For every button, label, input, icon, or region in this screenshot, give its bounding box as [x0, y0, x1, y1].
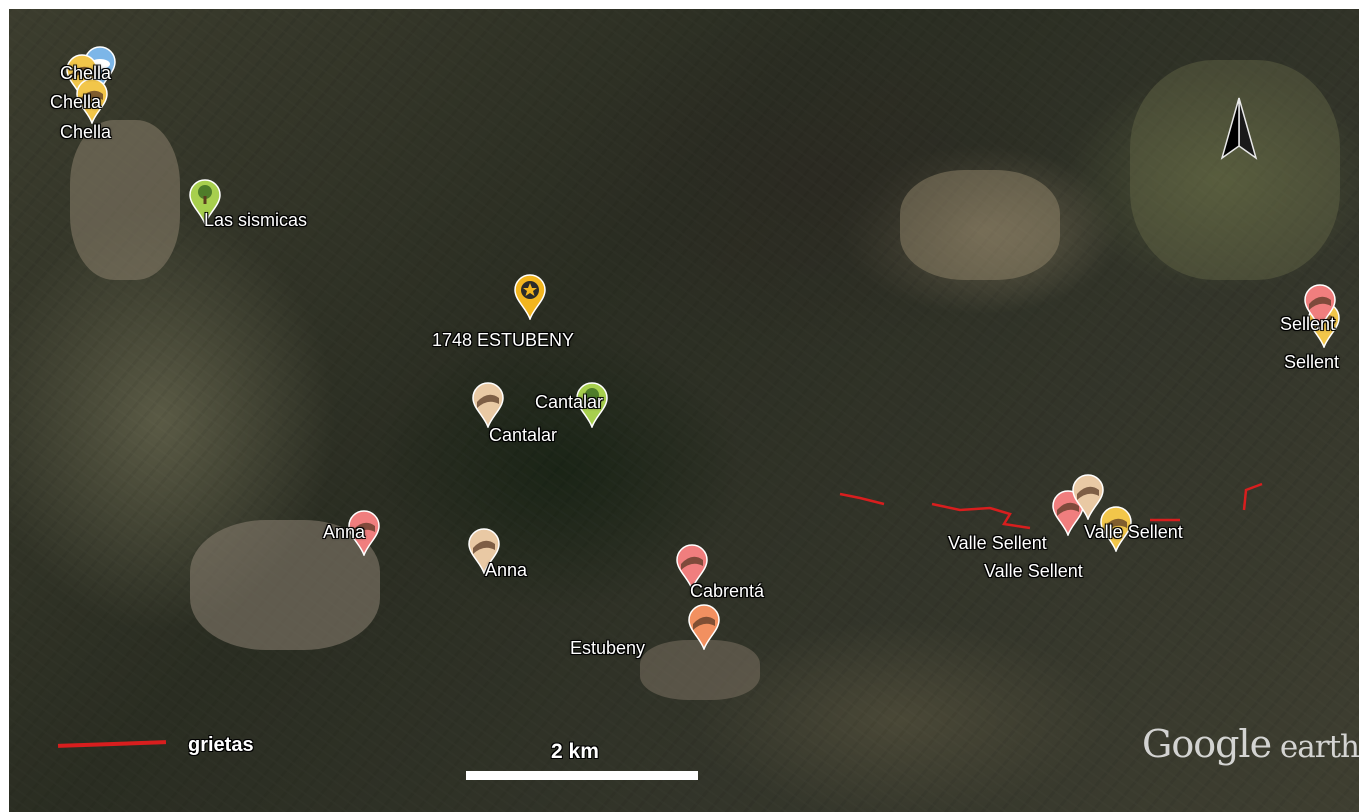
label-valle-sellent-3[interactable]: Valle Sellent — [984, 561, 1083, 581]
placemark-red-pin-icon[interactable] — [347, 510, 381, 556]
placemark-yellow-pin-icon[interactable] — [75, 78, 109, 124]
scale-bar — [466, 771, 698, 780]
placemark-orange-pin-icon[interactable] — [687, 604, 721, 650]
placemark-green-tree-pin-icon[interactable] — [188, 179, 222, 225]
scale-label: 2 km — [551, 740, 599, 763]
field-patch-north-east — [1130, 60, 1340, 280]
label-cantalar-2[interactable]: Cantalar — [535, 392, 604, 412]
label-cantalar-1[interactable]: Cantalar — [489, 425, 558, 445]
town-area-chella — [70, 120, 180, 280]
label-cabrenta[interactable]: Cabrentá — [690, 581, 765, 601]
placemark-brown-pin-icon[interactable] — [1071, 474, 1105, 520]
placemark-yellow-pin-icon[interactable] — [1099, 506, 1133, 552]
label-chella-2[interactable]: Chella — [50, 92, 102, 112]
legend-crack-label: grietas — [188, 734, 254, 756]
crack-segment-4 — [1242, 482, 1263, 511]
town-area-anna — [190, 520, 380, 650]
label-valle-sellent-1[interactable]: Valle Sellent — [948, 533, 1047, 553]
label-anna-2[interactable]: Anna — [485, 560, 528, 580]
label-1748-estubeny[interactable]: 1748 ESTUBENY — [432, 330, 575, 350]
google-earth-logo: Google earth — [1142, 722, 1360, 766]
label-sellent-1[interactable]: Sellent — [1280, 314, 1336, 334]
placemark-red-pin-icon[interactable] — [675, 544, 709, 590]
label-chella-3[interactable]: Chella — [60, 122, 112, 142]
placemark-star-pin-icon[interactable] — [513, 274, 547, 320]
placemark-red-pin-icon[interactable] — [1051, 490, 1085, 536]
town-area-estubeny — [640, 640, 760, 700]
crack-segment-1 — [839, 492, 885, 506]
crack-segment-2 — [931, 502, 1031, 530]
label-sellent-2[interactable]: Sellent — [1284, 352, 1340, 372]
north-arrow-icon — [1220, 96, 1258, 167]
label-valle-sellent-2[interactable]: Valle Sellent — [1084, 522, 1183, 542]
field-patch-center — [900, 170, 1060, 280]
placemark-brown-pin-icon[interactable] — [467, 528, 501, 574]
placemark-green-tree-pin-icon[interactable] — [575, 382, 609, 428]
placemark-brown-pin-icon[interactable] — [471, 382, 505, 428]
label-anna-1[interactable]: Anna — [323, 522, 366, 542]
label-chella-1[interactable]: Chella — [60, 63, 112, 83]
label-las-sismicas[interactable]: Las sismicas — [204, 210, 308, 230]
placemark-red-pin-icon[interactable] — [1303, 284, 1337, 330]
label-estubeny[interactable]: Estubeny — [570, 638, 646, 658]
